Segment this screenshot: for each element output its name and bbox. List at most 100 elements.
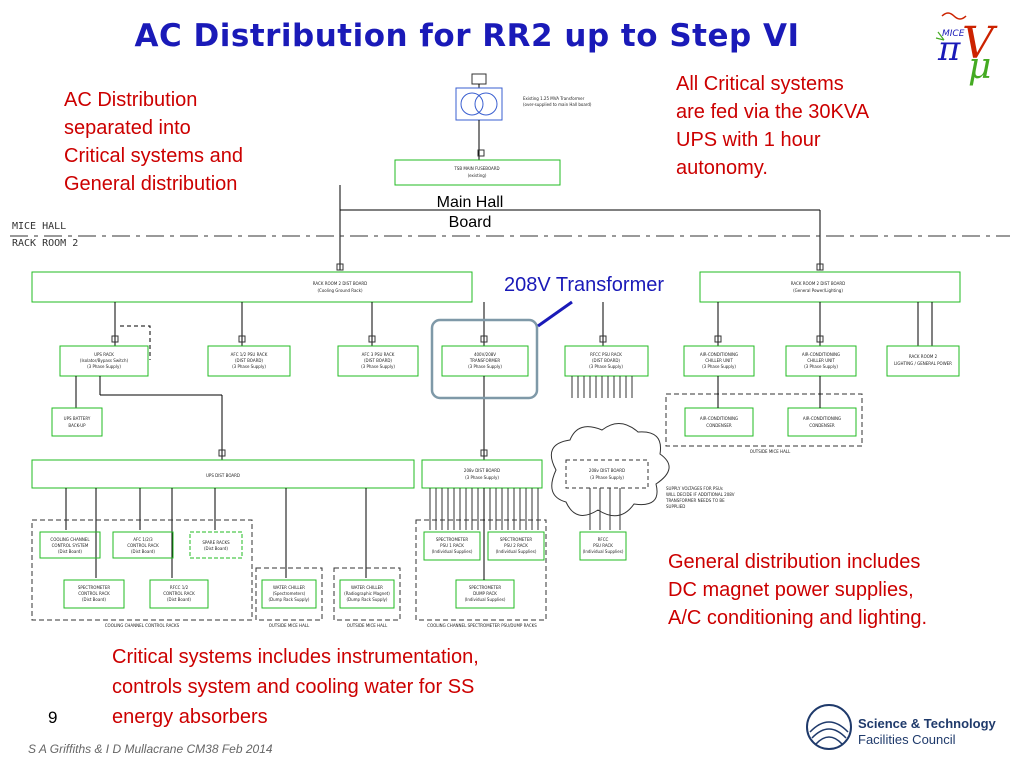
callout-line: Board <box>448 214 492 231</box>
text-top-left: AC Distribution separated into Critical … <box>64 86 304 198</box>
afc123-sub2: (Dist Board) <box>131 549 155 554</box>
text-line: UPS with 1 hour <box>676 129 821 151</box>
critical-board-sub: (Cooling Ground Rack) <box>317 288 362 293</box>
ups-rack-sub2: (3 Phase Supply) <box>87 364 121 369</box>
supply-note-2: WILL DECIDE IF ADDITIONAL 208V <box>666 492 735 497</box>
text-line: DC magnet power supplies, <box>668 579 914 601</box>
general-board-sub: (General Power/Lighting) <box>793 288 843 293</box>
existing-transformer-sub: (over-supplied to main Hall board) <box>523 102 592 107</box>
aircon2-sub: CHILLER UNIT <box>807 358 835 363</box>
transformer-callout-box <box>430 318 539 400</box>
ups-battery-label: UPS BATTERY <box>64 416 91 421</box>
lighting-sub: LIGHTING / GENERAL POWER <box>894 361 952 366</box>
ups-rack-label: UPS RACK <box>94 352 114 357</box>
afc12-sub: (DIST BOARD) <box>235 358 263 363</box>
stfc-line: Facilities Council <box>858 732 956 747</box>
aircon2-sub2: (3 Phase Supply) <box>804 364 838 369</box>
dist208-1-label: 208v DIST BOARD <box>464 468 500 473</box>
spec-psu1-sub2: (Individual Supplies) <box>432 549 473 554</box>
rfcc-control-label: RFCC 1/2 <box>170 585 189 590</box>
footer-credit: S A Griffiths & I D Mullacrane CM38 Feb … <box>28 742 273 756</box>
text-line: Critical systems includes instrumentatio… <box>112 646 479 668</box>
cooling-spec-label: COOLING CHANNEL SPECTROMETER PSU/DUMP RA… <box>427 623 537 628</box>
transformer-box-sub: TRANSFORMER <box>469 358 501 363</box>
text-top-right: All Critical systems are fed via the 30K… <box>676 70 936 182</box>
ups-dist-label: UPS DIST BOARD <box>206 473 240 478</box>
rfcc-psu-rack-sub: PSU RACK <box>593 543 613 548</box>
outside-hall-2-label: OUTSIDE MICE HALL <box>347 623 388 628</box>
afc3-label: AFC 3 PSU RACK <box>362 352 395 357</box>
chiller1-sub2: (Dump Rack Supply) <box>268 597 309 602</box>
afc3-sub: (DIST BOARD) <box>364 358 392 363</box>
stfc-line: Science & Technology <box>858 716 996 731</box>
svg-text:MICE: MICE <box>942 29 965 39</box>
aircon1-sub: CHILLER UNIT <box>705 358 733 363</box>
svg-text:μ: μ <box>968 46 991 87</box>
spec-dump-label: SPECTROMETER <box>469 585 502 590</box>
transformer-box-label: 400V/208V <box>474 352 496 357</box>
text-line: are fed via the 30KVA <box>676 101 870 123</box>
text-line: All Critical systems <box>676 73 844 95</box>
text-line: A/C conditioning and lighting. <box>668 607 928 629</box>
afc123-sub: CONTROL RACK <box>127 543 159 548</box>
text-line: General distribution <box>64 173 238 195</box>
dist208-2-label: 208v DIST BOARD <box>589 468 625 473</box>
supply-note-1: SUPPLY VOLTAGES FOR PSUs <box>666 486 723 491</box>
spec-psu1-sub: PSU 1 RACK <box>440 543 464 548</box>
stfc-logo-text: Science & Technology Facilities Council <box>858 716 996 748</box>
text-bottom-center: Critical systems includes instrumentatio… <box>112 642 612 732</box>
spare-label: SPARE RACKS <box>202 540 230 545</box>
slide-title: AC Distribution for RR2 up to Step VI <box>134 18 800 54</box>
spec-psu2-sub: PSU 2 RACK <box>504 543 528 548</box>
outside-mice-hall-label: OUTSIDE MICE HALL <box>750 449 791 454</box>
afc123-label: AFC 1/2/3 <box>133 537 153 542</box>
spec-dump-sub2: (Individual Supplies) <box>465 597 506 602</box>
page-number: 9 <box>48 708 58 727</box>
chiller1-sub: (Spectrometers) <box>273 591 306 596</box>
spec-control-sub2: (Dist Board) <box>82 597 106 602</box>
text-line: AC Distribution <box>64 89 198 111</box>
spec-psu2-label: SPECTROMETER <box>500 537 533 542</box>
spec-control-sub: CONTROL RACK <box>78 591 110 596</box>
spec-psu1-label: SPECTROMETER <box>436 537 469 542</box>
afc3-sub2: (3 Phase Supply) <box>361 364 395 369</box>
ups-rack-sub: (Isolator/Bypass Switch) <box>80 358 129 363</box>
cooling-racks-label: COOLING CHANNEL CONTROL RACKS <box>105 623 180 628</box>
critical-board-label: RACK ROOM 2 DIST BOARD <box>313 281 367 286</box>
existing-transformer-label: Existing 1.25 MVA Transformer <box>523 96 585 101</box>
main-board-label: TSB MAIN FUSEBOARD <box>453 166 499 171</box>
main-board-sub: (existing) <box>468 173 487 178</box>
zone-rack-room: RACK ROOM 2 <box>12 238 79 249</box>
main-hall-board-callout: Main Hall Board <box>420 193 520 233</box>
rfcc-psu-sub: (DIST BOARD) <box>592 358 620 363</box>
condenser2-sub: CONDENSER <box>809 423 835 428</box>
dist208-2-sub: (3 Phase Supply) <box>590 475 624 480</box>
rfcc-control-sub2: (Dist Board) <box>167 597 191 602</box>
condenser1-label: AIR-CONDITIONING <box>700 416 738 421</box>
text-line: Critical systems and <box>64 145 243 167</box>
lighting-label: RACK ROOM 2 <box>909 354 938 359</box>
spec-control-label: SPECTROMETER <box>78 585 111 590</box>
chiller1-label: WATER CHILLER <box>273 585 305 590</box>
stfc-logo-icon <box>806 704 852 750</box>
zone-mice-hall: MICE HALL <box>12 221 67 232</box>
general-board-label: RACK ROOM 2 DIST BOARD <box>791 281 845 286</box>
spec-psu2-sub2: (Individual Supplies) <box>496 549 537 554</box>
aircon1-sub2: (3 Phase Supply) <box>702 364 736 369</box>
text-line: separated into <box>64 117 191 139</box>
svg-text:V: V <box>962 18 998 69</box>
spare-sub: (Dist Board) <box>204 546 228 551</box>
distribution-diagram: Existing 1.25 MVA Transformer (over-supp… <box>10 73 1010 628</box>
outside-hall-1-label: OUTSIDE MICE HALL <box>269 623 310 628</box>
ccc-sub: CONTROL SYSTEM <box>52 543 89 548</box>
chiller2-sub2: (Dump Rack Supply) <box>346 597 387 602</box>
rfcc-psu-label: RFCC PSU RACK <box>590 352 622 357</box>
mice-logo-icon: π V μ MICE <box>935 12 998 87</box>
text-line: autonomy. <box>676 157 768 179</box>
transformer-box-sub2: (3 Phase Supply) <box>468 364 502 369</box>
rfcc-psu-sub2: (3 Phase Supply) <box>589 364 623 369</box>
rfcc-psu-rack-label: RFCC <box>598 537 609 542</box>
text-line: General distribution includes <box>668 551 921 573</box>
ccc-sub2: (Dist Board) <box>58 549 82 554</box>
transformer-pointer <box>537 300 573 328</box>
